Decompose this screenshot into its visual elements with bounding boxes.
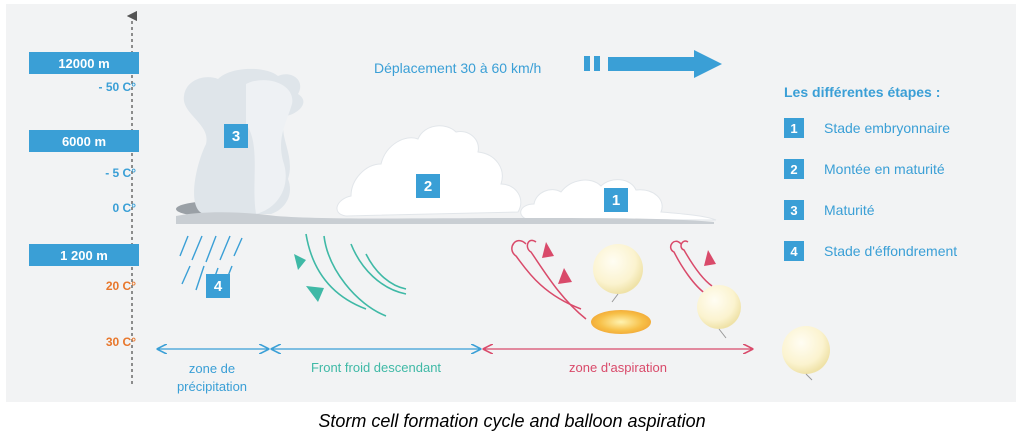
balloon-3 [782,326,830,374]
movement-arrow [608,50,722,78]
aspiration-swirls [511,239,713,320]
legend-label: Stade embryonnaire [824,120,951,136]
legend-label: Montée en maturité [824,161,945,177]
badge-stage-3: 3 [224,124,248,148]
front-arrow-2 [306,286,324,302]
temperature-30: 30 C° [105,335,136,349]
temperature-20: 20 C° [105,279,136,293]
cold-front-curves [305,233,407,317]
temperature-minus-50: - 50 C° [98,80,136,94]
legend-item-2: 2 Montée en maturité [784,159,945,179]
zone-front-label: Front froid descendant [310,360,442,375]
diagram-panel: 12000 m 6000 m 1 200 m - 50 C° - 5 C° 0 … [6,4,1016,402]
legend-num: 4 [784,241,804,261]
badge-stage-1: 1 [604,188,628,212]
front-arrow-1 [294,254,306,270]
temperature-minus-5: - 5 C° [105,166,136,180]
badge-stage-4: 4 [206,274,230,298]
legend-label: Stade d'éffondrement [824,243,958,259]
altitude-6000: 6000 m [29,130,139,152]
zone-aspiration-label: zone d'aspiration [569,360,667,375]
legend-item-4: 4 Stade d'éffondrement [784,241,957,261]
legend-item-1: 1 Stade embryonnaire [784,118,950,138]
movement-label: Déplacement 30 à 60 km/h [374,60,542,76]
aspiration-arrow-1 [542,242,554,258]
legend-label: Maturité [824,202,875,218]
figure-caption: Storm cell formation cycle and balloon a… [318,411,706,431]
diagram-graphics [126,10,830,384]
legend-num: 1 [784,118,804,138]
balloon-1 [593,244,643,294]
legend-num: 2 [784,159,804,179]
movement-dash-1 [584,56,590,71]
altitude-1200: 1 200 m [29,244,139,266]
zone-precipitation-line2: précipitation [176,379,248,394]
balloon-2 [697,285,741,329]
temperature-0: 0 C° [112,201,136,215]
legend-num: 3 [784,200,804,220]
aspiration-arrow-2 [558,268,572,284]
zone-precipitation-line1: zone de [188,361,236,376]
aspiration-arrow-3 [704,250,716,266]
legend-title: Les différentes étapes : [784,84,941,100]
movement-dash-2 [594,56,600,71]
cloud-growing [336,125,522,217]
legend-item-3: 3 Maturité [784,200,875,220]
altitude-12000: 12000 m [29,52,139,74]
balloon-burst [591,310,651,334]
badge-stage-2: 2 [416,174,440,198]
zone-precipitation-label: zone de précipitation [152,360,272,396]
